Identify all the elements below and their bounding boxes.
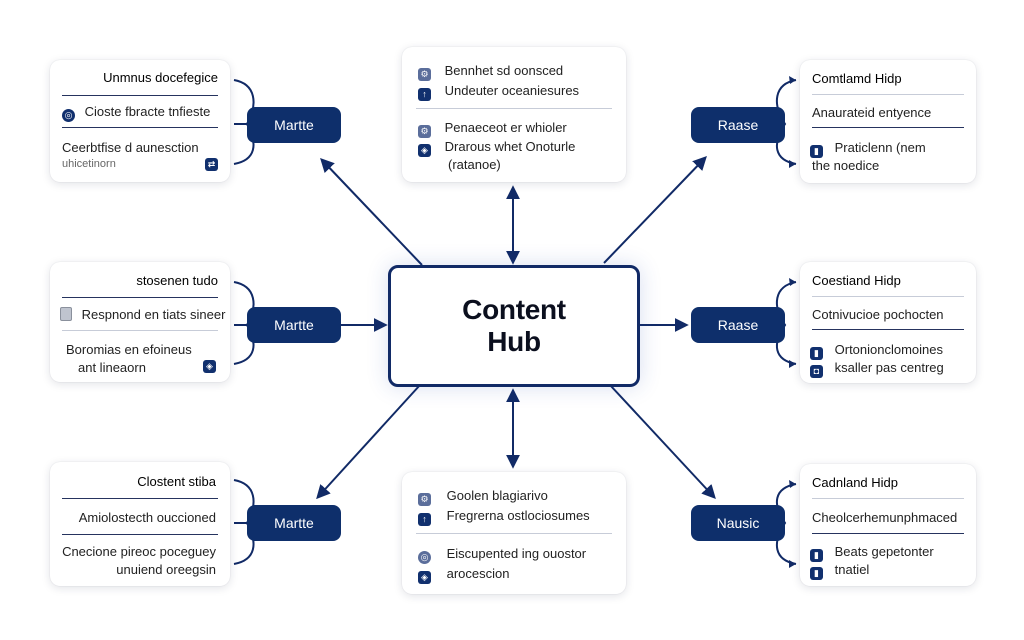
hub-title-line1: Content (462, 294, 566, 325)
card-item: Ortonionclomoines (834, 342, 944, 357)
card-item: Drarous whet Onoturle (444, 139, 576, 154)
card-item: Beats gepetonter (834, 544, 934, 559)
card-item: Fregrerna ostlociosumes (446, 508, 590, 523)
arrow-icon: ↑ (418, 513, 431, 526)
card-heading: Clostent stiba (137, 474, 216, 489)
card-right-bot[interactable]: Cadnland Hidp Cheolcerhemunphmaced ▮ Bea… (800, 464, 976, 586)
card-right-top[interactable]: Comtlamd Hidp Anaurateid entyence ▮ Prat… (800, 60, 976, 183)
lock-icon: ◘ (810, 365, 823, 378)
card-item-sub: ksaller pas centreg (834, 360, 944, 375)
card-item-sub: tnatiel (834, 562, 870, 577)
bookmark-icon: ▮ (810, 347, 823, 360)
card-item: Respnond en tiats sineer (81, 307, 226, 322)
card-item: Anaurateid entyence (812, 105, 932, 120)
card-right-mid[interactable]: Coestiand Hidp Cotnivucioe pochocten ▮ O… (800, 262, 976, 383)
shield-icon[interactable]: ◈ (203, 360, 216, 373)
card-heading: Comtlamd Hidp (812, 71, 902, 86)
hub-title-line2: Hub (487, 326, 541, 357)
card-item-sub: arocescion (446, 566, 510, 581)
gear-icon: ⚙ (418, 125, 431, 138)
card-heading: stosenen tudo (136, 273, 218, 288)
card-item-sub: unuiend oreegsin (116, 562, 216, 577)
card-item: Praticlenn (nem (834, 140, 926, 155)
bookmark-icon: ▮ (810, 145, 823, 158)
share-icon[interactable]: ⇄ (205, 158, 218, 171)
document-icon (60, 307, 72, 321)
gear-icon: ⚙ (418, 493, 431, 506)
circle-icon: ◎ (418, 551, 431, 564)
arrow-icon: ↑ (418, 88, 431, 101)
node-left-mid[interactable]: Martte (247, 307, 341, 343)
card-item: Eiscupented ing ouostor (446, 546, 587, 561)
card-item: Bennhet sd oonsced (444, 63, 564, 78)
card-heading: Unmnus docefegice (103, 70, 218, 85)
card-item: Cheolcerhemunphmaced (812, 510, 958, 525)
gear-icon: ⚙ (418, 68, 431, 81)
card-left-top[interactable]: Unmnus docefegice ◎ Cioste fbracte tnfie… (50, 60, 230, 182)
card-item: Amiolostecth ouccioned (78, 510, 216, 525)
node-left-top[interactable]: Martte (247, 107, 341, 143)
bookmark-icon: ▮ (810, 549, 823, 562)
card-top-center[interactable]: ⚙ Bennhet sd oonsced ↑ Undeuter oceanies… (402, 47, 626, 182)
node-right-mid[interactable]: Raase (691, 307, 785, 343)
card-item: Cioste fbracte tnfieste (84, 104, 211, 119)
card-bottom-center[interactable]: ⚙ Goolen blagiarivo ↑ Fregrerna ostlocio… (402, 472, 626, 594)
shield-icon: ◈ (418, 144, 431, 157)
bookmark-icon: ▮ (810, 567, 823, 580)
card-item-sub: the noedice (812, 158, 880, 173)
card-item: Penaeceot er whioler (444, 120, 567, 135)
card-item: Cnecione pireoc poceguey (62, 544, 216, 559)
card-left-bot[interactable]: Clostent stiba Amiolostecth ouccioned Cn… (50, 462, 230, 586)
node-left-bot[interactable]: Martte (247, 505, 341, 541)
card-item: Boromias en efoineus (66, 342, 192, 357)
card-item: Undeuter oceaniesures (444, 83, 580, 98)
circle-icon: ◎ (62, 109, 75, 122)
card-item-sub: ant lineaorn (78, 360, 146, 375)
node-right-bot[interactable]: Nausic (691, 505, 785, 541)
card-left-mid[interactable]: stosenen tudo Respnond en tiats sineer B… (50, 262, 230, 382)
card-item: Ceerbtfise d aunesction (62, 140, 199, 155)
shield-icon: ◈ (418, 571, 431, 584)
content-hub[interactable]: Content Hub (388, 265, 640, 387)
card-item: Goolen blagiarivo (446, 488, 548, 503)
card-heading: Cadnland Hidp (812, 475, 899, 490)
card-heading: Coestiand Hidp (812, 273, 901, 288)
card-item-sub: uhicetinorn (62, 158, 116, 170)
card-item: Cotnivucioe pochocten (812, 307, 944, 322)
card-item-sub: (ratanoe) (448, 157, 501, 172)
node-right-top[interactable]: Raase (691, 107, 785, 143)
